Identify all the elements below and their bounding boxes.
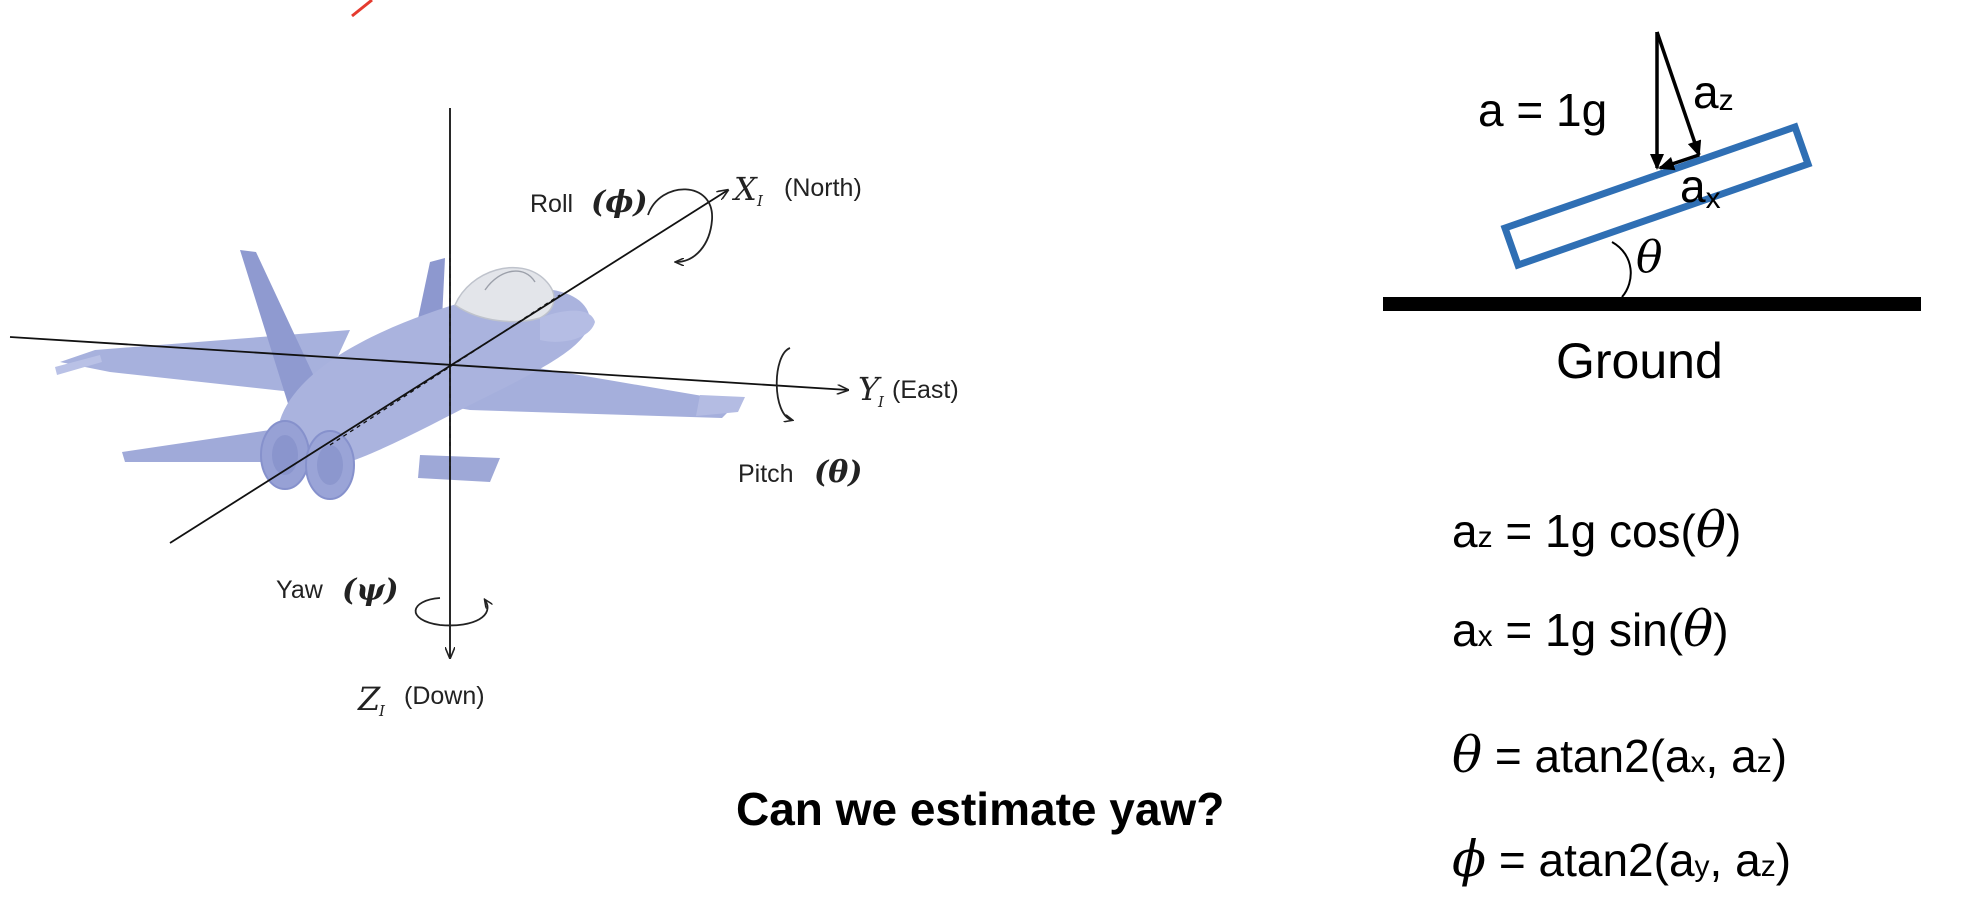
equation-theta: θ = atan2(ax, az) xyxy=(1452,730,1787,780)
z-axis-label: (Down) xyxy=(404,682,485,710)
eq2-lhs-subscript: x xyxy=(1477,620,1493,653)
pitch-symbol: (θ) xyxy=(814,455,862,490)
eq4-sub1: y xyxy=(1694,850,1710,883)
y-axis-line xyxy=(9,336,848,390)
fighter-jet-illustration xyxy=(55,250,745,500)
eq4-greek: ϕ xyxy=(1452,830,1487,888)
ax-component-arrow xyxy=(1658,153,1700,171)
eq1-lhs-subscript: z xyxy=(1477,521,1493,554)
svg-text:ax: ax xyxy=(1680,160,1721,215)
x-axis-symbol: X xyxy=(731,170,758,208)
x-axis-subscript: I xyxy=(756,192,764,210)
eq3-mid: = atan2(a xyxy=(1482,730,1691,782)
yaw-label: Yaw xyxy=(276,576,324,604)
eq4-end: ) xyxy=(1775,834,1792,886)
ground-line xyxy=(1383,297,1921,311)
equation-phi: ϕ = atan2(ay, az) xyxy=(1452,834,1791,884)
eq1-rhs-post: ) xyxy=(1725,505,1742,557)
pitch-label: Pitch xyxy=(738,460,794,488)
yaw-question: Can we estimate yaw? xyxy=(736,783,1225,835)
ax-label: a xyxy=(1680,160,1706,212)
eq4-mid: = atan2(a xyxy=(1486,834,1695,886)
x-axis-label: (North) xyxy=(784,174,862,202)
red-stroke-fragment xyxy=(351,0,373,18)
eq3-greek: θ xyxy=(1452,726,1483,784)
eq3-sub1: x xyxy=(1690,746,1706,779)
ground-label: Ground xyxy=(1556,333,1723,389)
eq1-greek: θ xyxy=(1695,501,1726,559)
svg-text:Roll: Roll xyxy=(530,190,573,218)
y-axis-label: (East) xyxy=(892,376,959,404)
eq1-rhs-pre: = 1g cos( xyxy=(1492,505,1696,557)
tilted-sensor-box xyxy=(1500,122,1813,270)
eq3-sub2: z xyxy=(1756,746,1772,779)
equation-ax: ax = 1g sin(θ) xyxy=(1452,604,1729,654)
eq3-sep: , a xyxy=(1705,730,1757,782)
roll-symbol: (ϕ) xyxy=(591,185,648,220)
az-label: a xyxy=(1693,66,1719,118)
gravity-label: a = 1g xyxy=(1478,84,1607,136)
eq4-sub2: z xyxy=(1760,850,1776,883)
eq4-sep: , a xyxy=(1709,834,1761,886)
angle-symbol: θ xyxy=(1636,232,1663,283)
z-axis-subscript: I xyxy=(378,702,386,720)
eq2-lhs: a xyxy=(1452,604,1478,656)
eq2-greek: θ xyxy=(1683,600,1714,658)
z-axis-symbol: Z xyxy=(357,680,381,718)
yaw-rotation-arrow xyxy=(414,597,488,627)
y-axis-subscript: I xyxy=(877,393,885,411)
equation-az: az = 1g cos(θ) xyxy=(1452,505,1741,555)
angle-arc xyxy=(1611,241,1632,298)
eq2-rhs-post: ) xyxy=(1713,604,1729,656)
svg-text:az: az xyxy=(1693,66,1734,118)
pitch-rotation-arrow xyxy=(775,347,792,420)
x-axis-line xyxy=(169,190,728,544)
y-axis-symbol: Y xyxy=(858,370,882,408)
az-subscript: z xyxy=(1719,84,1734,117)
ax-subscript: x xyxy=(1706,182,1721,215)
yaw-symbol: (ψ) xyxy=(342,573,399,608)
eq2-rhs-pre: = 1g sin( xyxy=(1492,604,1684,656)
aircraft-axes-diagram: Roll (ϕ) X I (North) Y I (East) Pitch (θ… xyxy=(9,108,959,720)
eq3-end: ) xyxy=(1771,730,1788,782)
az-component-arrow xyxy=(1655,31,1702,157)
roll-label: Roll xyxy=(530,190,573,218)
tilt-accelerometer-diagram: a = 1g az ax θ Ground xyxy=(1383,31,1921,389)
eq1-lhs: a xyxy=(1452,505,1478,557)
roll-rotation-arrow xyxy=(647,188,713,262)
